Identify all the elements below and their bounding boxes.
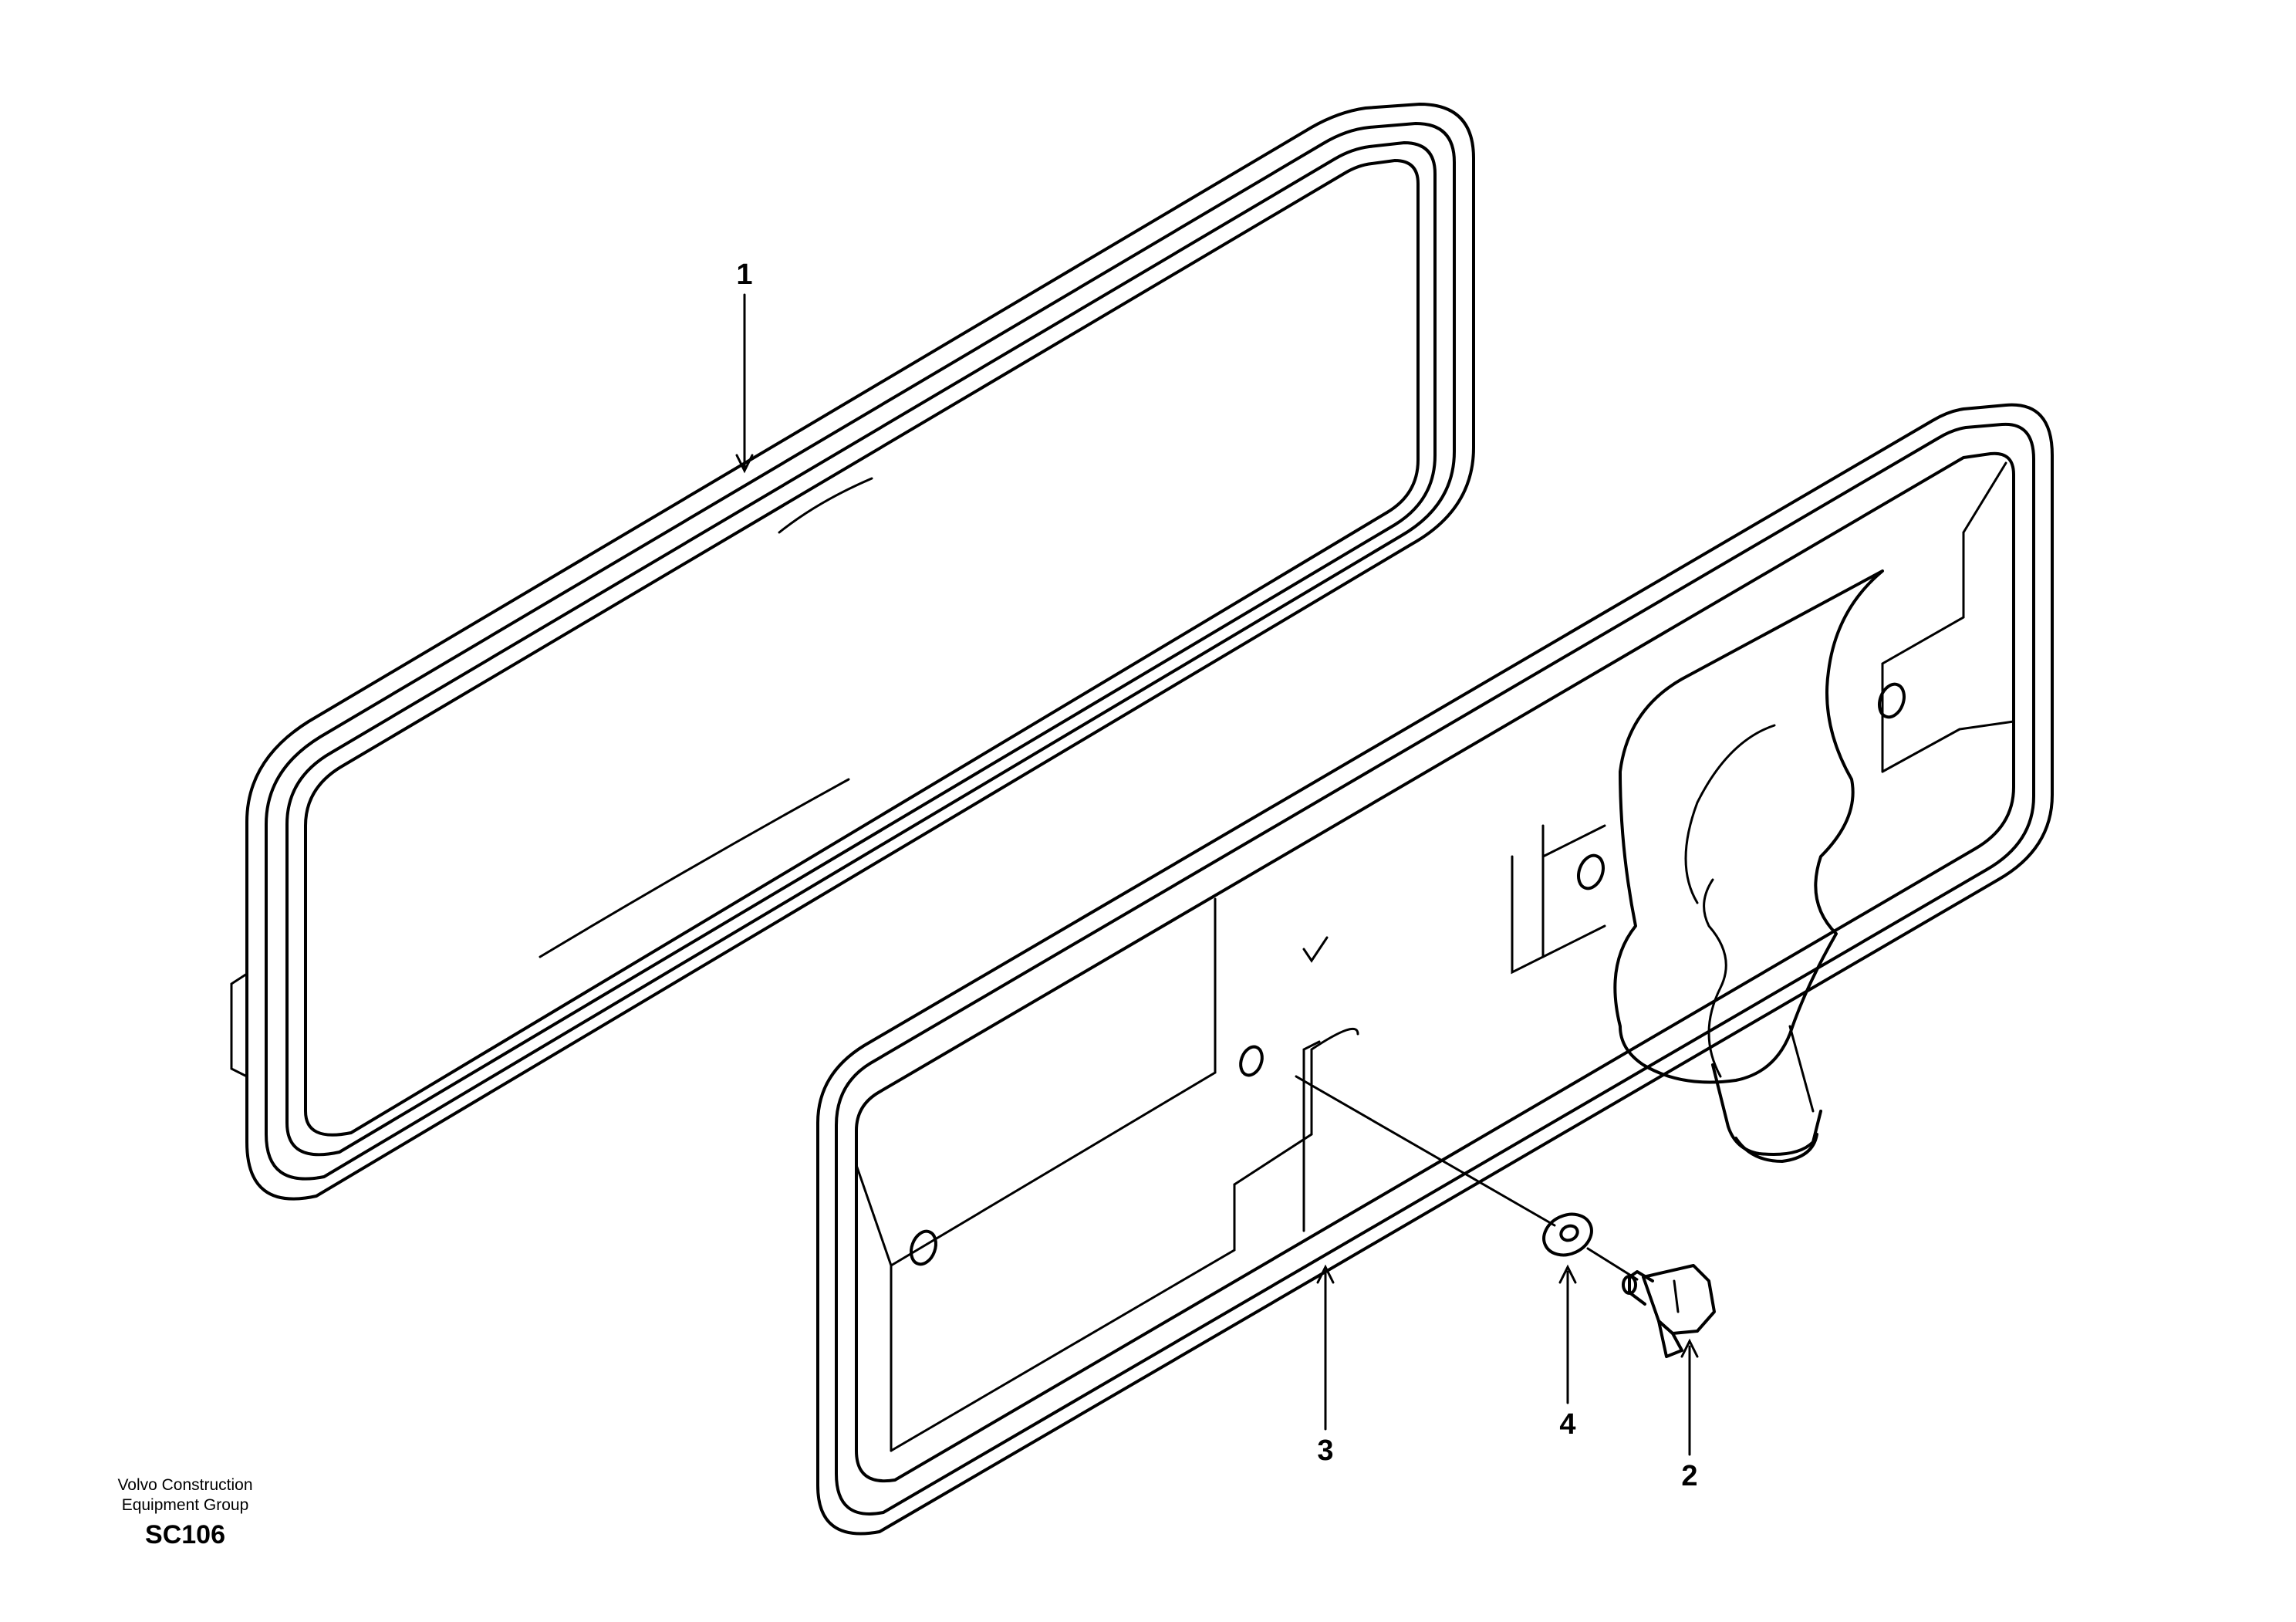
footer-block: Volvo Construction Equipment Group SC106 [93, 1475, 278, 1550]
gasket-part-1 [230, 103, 1475, 1201]
label-part-2: 2 [1681, 1460, 1697, 1492]
leader-lines [735, 293, 1699, 1456]
label-part-1: 1 [736, 259, 752, 291]
drawing-code: SC106 [145, 1520, 225, 1549]
company-name-line2: Equipment Group [121, 1496, 249, 1514]
label-part-4: 4 [1559, 1408, 1575, 1441]
valve-cover-part-3 [816, 403, 2054, 1536]
label-part-3: 3 [1317, 1434, 1333, 1467]
company-name-line1: Volvo Construction [117, 1476, 253, 1494]
assembly-axis-line [1295, 1075, 1639, 1281]
bolt-part-2 [1622, 1264, 1716, 1358]
washer-part-4 [1542, 1212, 1593, 1257]
